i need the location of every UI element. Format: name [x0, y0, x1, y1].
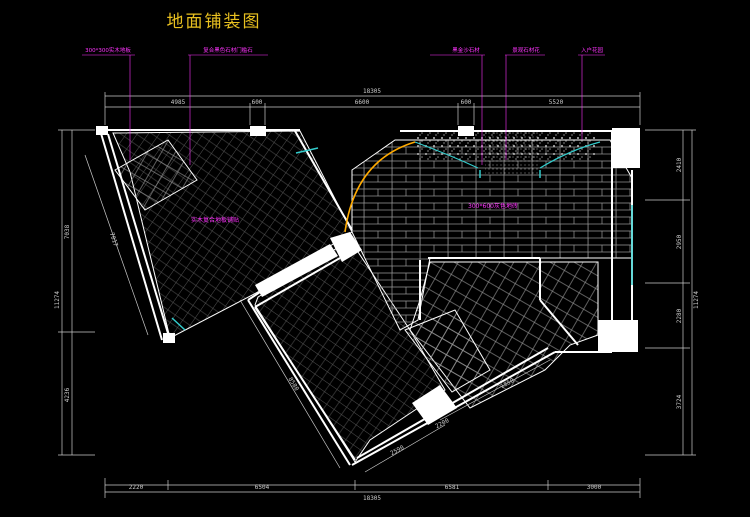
dim-left-outer: 11274	[54, 291, 61, 309]
dim-slant-5: 2590	[389, 444, 405, 457]
room-label-wood: 实木复合地板铺贴	[191, 216, 239, 224]
dim-left-inner-1: 7038	[64, 224, 71, 239]
dot-strip	[485, 131, 540, 176]
dim-slant-2: 8580	[287, 376, 301, 392]
dim-right-seg-2: 2280	[676, 308, 683, 323]
dim-bottom-seg-2: 6581	[445, 484, 460, 491]
dimension-lines	[58, 92, 696, 498]
dim-bottom-seg-3: 3000	[587, 484, 602, 491]
room-label-tile: 300*600灰色地砖	[468, 202, 518, 210]
window-lines	[171, 147, 633, 331]
columns	[96, 126, 640, 425]
curved-door-arc	[344, 141, 416, 233]
callout-4: 入户花园	[581, 46, 604, 54]
callout-0: 300*300实木地板	[85, 46, 131, 54]
dim-slant-1: 7017	[108, 232, 119, 248]
dim-top-seg-4: 5520	[549, 99, 564, 106]
dim-right-seg-0: 2410	[676, 157, 683, 172]
drawing-title: 地面铺装图	[167, 12, 262, 32]
dim-bottom-seg-1: 6504	[255, 484, 270, 491]
dim-bottom-total: 18305	[363, 495, 381, 502]
dim-right-seg-1: 2950	[676, 234, 683, 249]
dim-top-seg-2: 6600	[355, 99, 370, 106]
room-labels: 实木复合地板铺贴 300*600灰色地砖	[191, 202, 518, 224]
callout-3: 景观石材花	[512, 46, 540, 54]
dim-right-outer: 11274	[693, 291, 700, 309]
tile-floor-small	[114, 139, 198, 211]
callout-leaders	[82, 54, 605, 165]
dim-left-inner-2: 4236	[64, 387, 71, 402]
dim-top-total: 18305	[363, 88, 381, 95]
callouts: 300*300实木地板 复合黑色石材门槛石 黑金沙石材 景观石材花 入户花园	[85, 46, 603, 54]
floor-fills	[112, 130, 633, 463]
garden-arcs	[414, 141, 601, 169]
dim-right-seg-3: 3724	[676, 394, 683, 409]
dim-top-seg-0: 4985	[171, 99, 186, 106]
dim-top-seg-1: 600	[252, 99, 263, 106]
callout-2: 黑金沙石材	[452, 46, 480, 54]
dim-bottom-seg-0: 2220	[129, 484, 144, 491]
tile-floor-small-bottom	[404, 309, 491, 393]
dim-top-seg-3: 600	[461, 99, 472, 106]
callout-1: 复合黑色石材门槛石	[203, 46, 253, 54]
